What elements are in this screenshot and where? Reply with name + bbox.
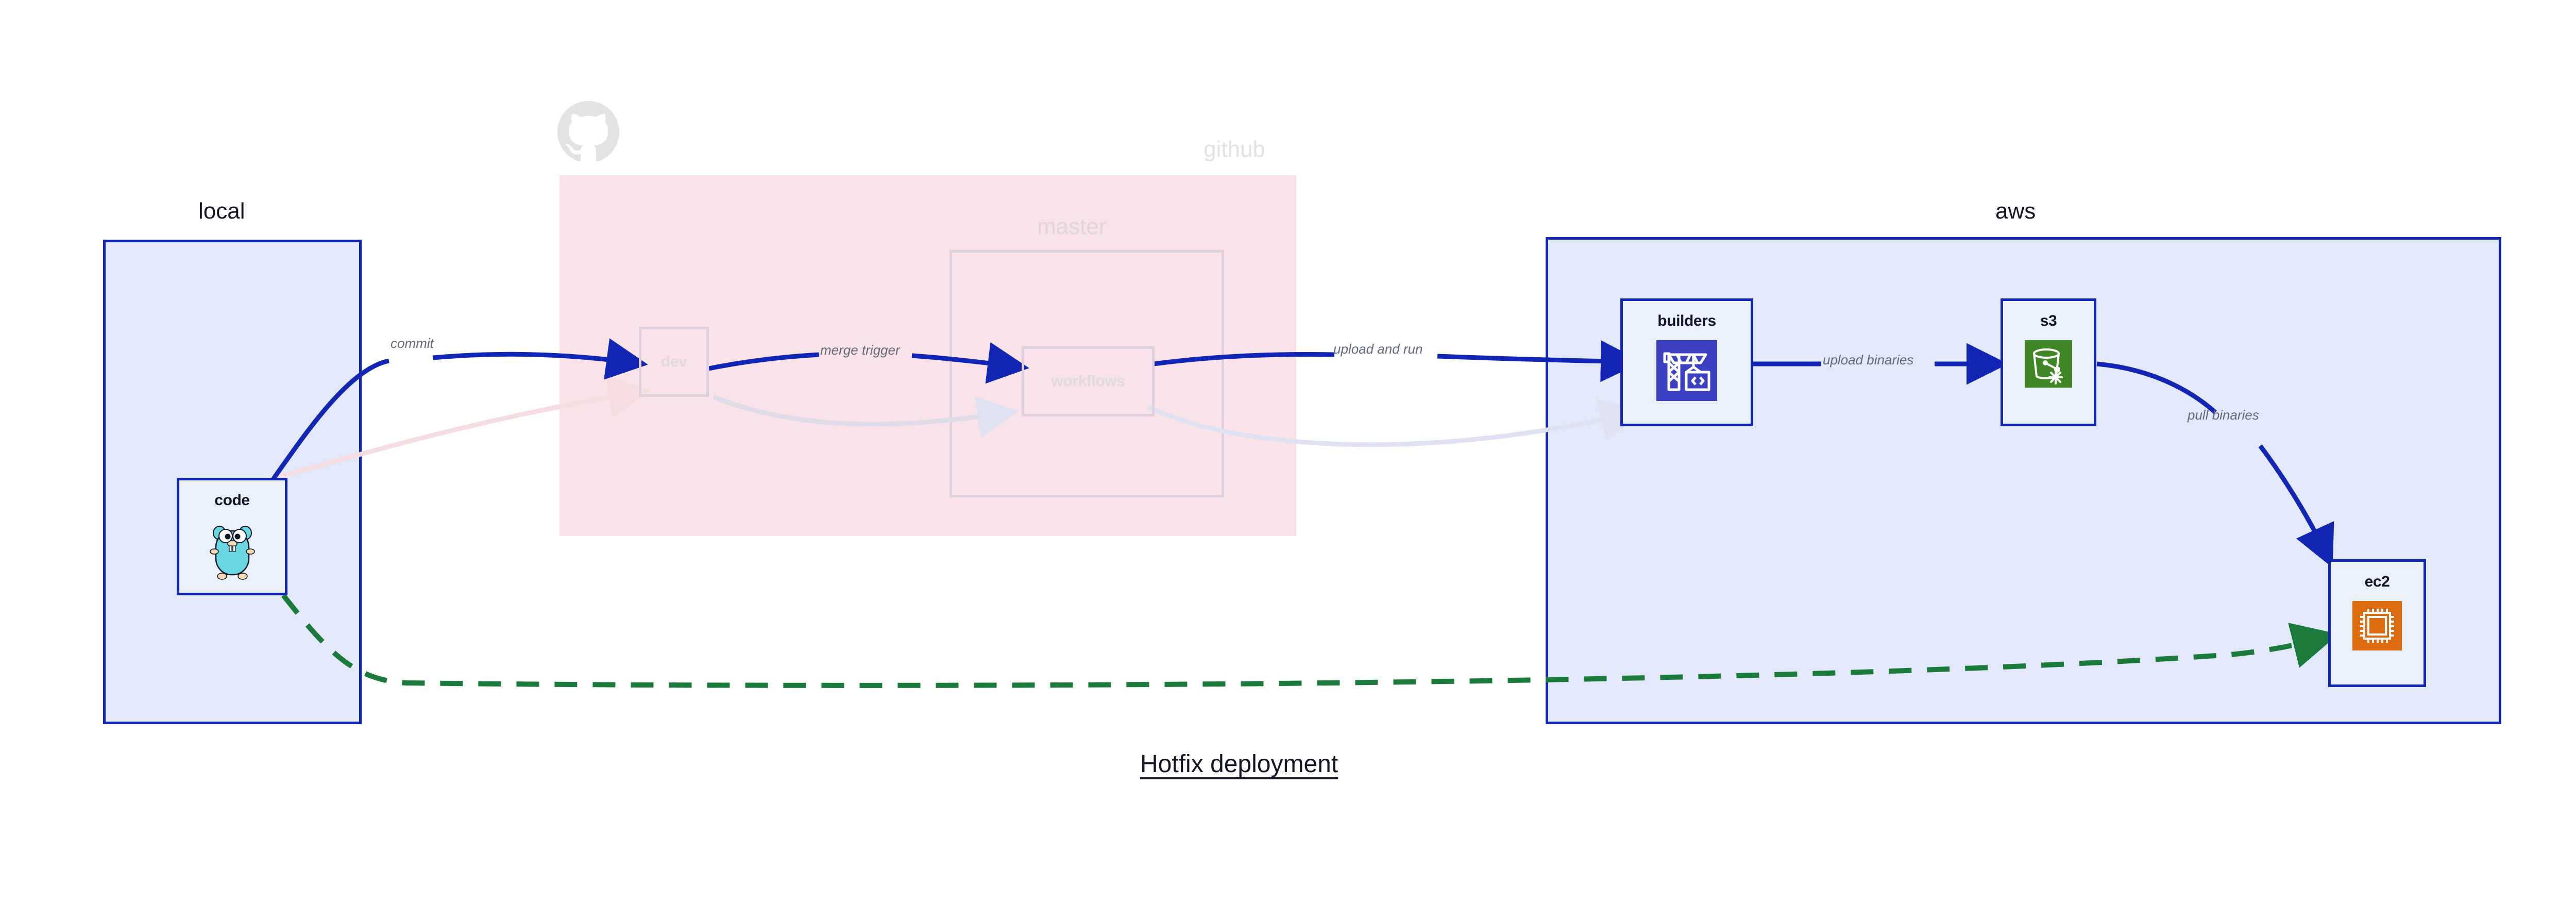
node-s3[interactable]: s3 xyxy=(2001,298,2096,426)
node-builders-label: builders xyxy=(1657,312,1716,329)
cluster-label-local: local xyxy=(198,198,245,224)
node-code[interactable]: code xyxy=(177,478,287,595)
edge-label-upload-and-run: upload and run xyxy=(1333,341,1423,357)
go-gopher-icon xyxy=(207,520,258,584)
node-workflows[interactable]: workflows xyxy=(1022,346,1155,416)
node-ec2-label: ec2 xyxy=(2364,573,2390,590)
cluster-master xyxy=(950,250,1224,497)
aws-codebuild-icon xyxy=(1656,340,1717,404)
node-dev[interactable]: dev xyxy=(639,327,709,397)
node-dev-label: dev xyxy=(660,353,687,370)
github-octocat-icon xyxy=(557,101,619,163)
node-ec2[interactable]: ec2 xyxy=(2328,559,2426,687)
node-builders[interactable]: builders xyxy=(1620,298,1753,426)
cluster-label-master: master xyxy=(1037,214,1107,239)
aws-ec2-icon xyxy=(2352,601,2402,653)
diagram-title: Hotfix deployment xyxy=(1140,750,1338,778)
node-workflows-label: workflows xyxy=(1051,373,1125,390)
aws-s3-glacier-icon xyxy=(2025,340,2072,390)
edge-label-merge-trigger: merge trigger xyxy=(820,342,900,358)
node-s3-label: s3 xyxy=(2040,312,2057,329)
cluster-label-github: github xyxy=(1204,137,1265,162)
edge-label-pull-binaries: pull binaries xyxy=(2188,407,2259,423)
edge-label-upload-binaries: upload binaries xyxy=(1823,352,1914,368)
node-code-label: code xyxy=(214,492,250,509)
cluster-label-aws: aws xyxy=(1995,198,2036,224)
edge-label-commit: commit xyxy=(391,336,434,351)
